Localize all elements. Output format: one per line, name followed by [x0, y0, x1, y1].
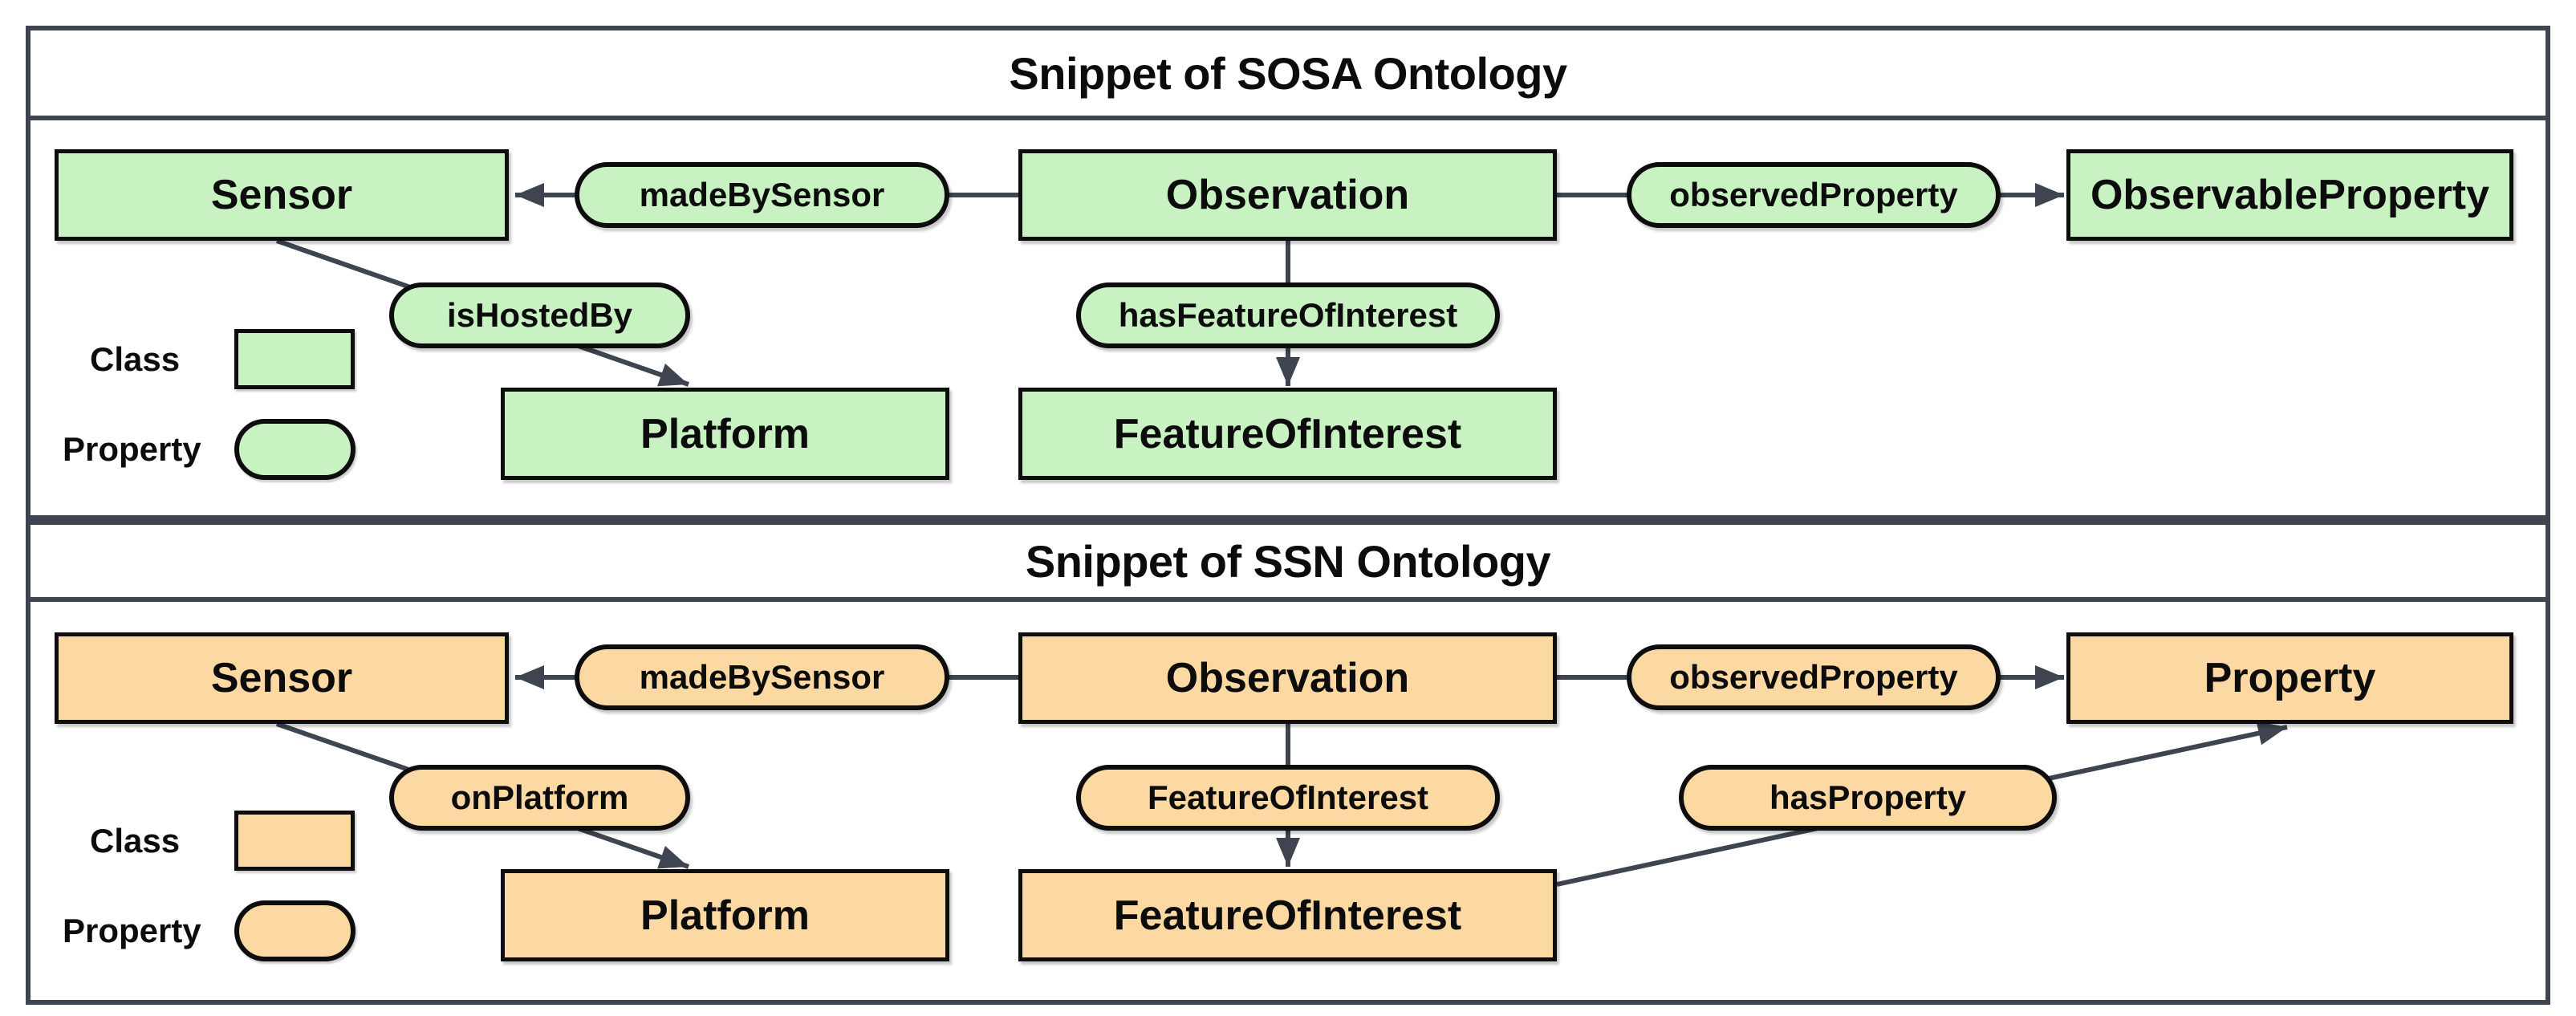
sosa-sensor-label: Sensor — [210, 172, 353, 218]
ssn-class-property: Property — [2066, 632, 2513, 724]
sosa-platform-label: Platform — [640, 410, 810, 457]
sosa-observedProperty-label: observedProperty — [1669, 176, 1958, 213]
sosa-property-madeBySensor: madeBySensor — [575, 162, 949, 228]
sosa-hasFeatureOfInterest-label: hasFeatureOfInterest — [1118, 296, 1458, 334]
sosa-observable-property-label: ObservableProperty — [2090, 172, 2490, 218]
sosa-legend-class-label: Class — [90, 329, 180, 390]
sosa-property-observedProperty: observedProperty — [1627, 162, 2001, 228]
sosa-legend-class-swatch — [234, 329, 355, 389]
ssn-legend-class-text: Class — [90, 822, 181, 860]
ssn-property-onPlatform: onPlatform — [389, 765, 690, 831]
sosa-property-hasFeatureOfInterest: hasFeatureOfInterest — [1076, 282, 1500, 348]
ssn-property-observedProperty: observedProperty — [1627, 644, 2001, 710]
ssn-featureOfInterest-pill-label: FeatureOfInterest — [1147, 778, 1429, 816]
sosa-legend-property-label: Property — [63, 419, 201, 480]
sosa-legend-property-text: Property — [63, 430, 201, 468]
ssn-legend-property-text: Property — [63, 912, 201, 949]
sosa-class-observation: Observation — [1018, 149, 1557, 241]
ssn-legend-class-label: Class — [90, 811, 180, 872]
sosa-feature-of-interest-label: FeatureOfInterest — [1113, 410, 1462, 457]
ssn-sensor-label: Sensor — [210, 655, 353, 701]
ssn-property-hasProperty: hasProperty — [1679, 765, 2057, 831]
ssn-hasProperty-label: hasProperty — [1769, 778, 1967, 816]
ssn-observation-label: Observation — [1165, 655, 1410, 701]
sosa-property-isHostedBy: isHostedBy — [389, 282, 690, 348]
ssn-legend-property-label: Property — [63, 900, 201, 961]
sosa-isHostedBy-label: isHostedBy — [446, 296, 633, 334]
sosa-title-text: Snippet of SOSA Ontology — [1009, 47, 1567, 99]
ssn-onPlatform-label: onPlatform — [450, 778, 629, 816]
ssn-panel-title: Snippet of SSN Ontology — [30, 525, 2546, 602]
ssn-legend-class-swatch — [234, 811, 355, 871]
ssn-platform-label: Platform — [640, 892, 810, 939]
ssn-property-label: Property — [2204, 655, 2376, 701]
sosa-observation-label: Observation — [1165, 172, 1410, 218]
ssn-class-platform: Platform — [501, 869, 949, 961]
sosa-class-platform: Platform — [501, 388, 949, 480]
ssn-class-sensor: Sensor — [55, 632, 509, 724]
ssn-property-madeBySensor: madeBySensor — [575, 644, 949, 710]
sosa-class-feature-of-interest: FeatureOfInterest — [1018, 388, 1557, 480]
ssn-legend-property-swatch — [234, 900, 356, 961]
sosa-class-observable-property: ObservableProperty — [2066, 149, 2513, 241]
ssn-observedProperty-label: observedProperty — [1669, 658, 1958, 696]
ssn-feature-of-interest-label: FeatureOfInterest — [1113, 892, 1462, 939]
sosa-madeBySensor-label: madeBySensor — [639, 176, 885, 213]
ssn-class-observation: Observation — [1018, 632, 1557, 724]
ssn-class-feature-of-interest: FeatureOfInterest — [1018, 869, 1557, 961]
ssn-madeBySensor-label: madeBySensor — [639, 658, 885, 696]
sosa-legend-class-text: Class — [90, 340, 181, 378]
ssn-title-text: Snippet of SSN Ontology — [1025, 535, 1551, 587]
sosa-class-sensor: Sensor — [55, 149, 509, 241]
ssn-property-featureOfInterest: FeatureOfInterest — [1076, 765, 1500, 831]
sosa-panel-title: Snippet of SOSA Ontology — [30, 30, 2546, 120]
sosa-legend-property-swatch — [234, 419, 356, 480]
